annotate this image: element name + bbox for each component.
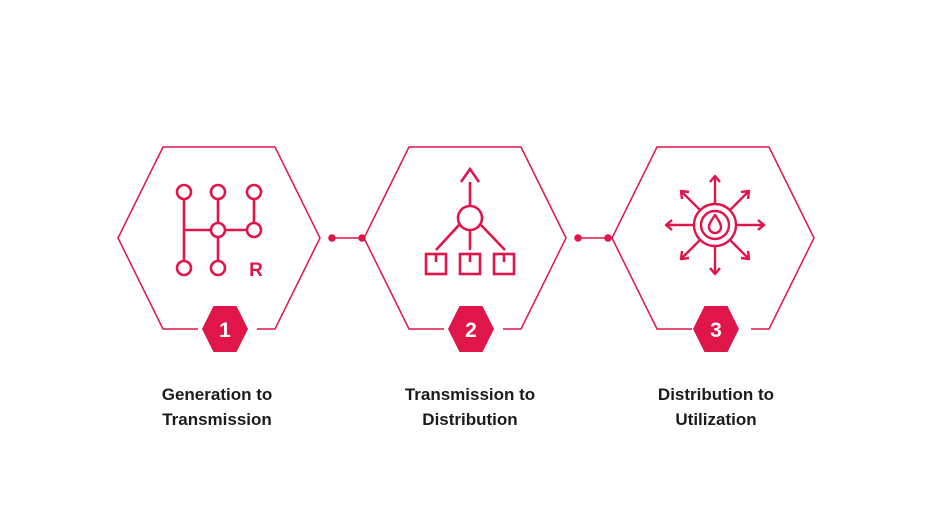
hexagon-outline (117, 146, 321, 330)
step-3: 3 (611, 146, 815, 352)
step-2: 2 (363, 146, 567, 352)
distribution-tree-icon (424, 166, 516, 276)
caption-line: Distribution (422, 410, 518, 429)
connectors (328, 234, 612, 242)
step-3-caption: Distribution to Utilization (616, 382, 816, 432)
connector-dot (328, 234, 336, 242)
step-1-caption: Generation to Transmission (117, 382, 317, 432)
hexagon-outline (611, 146, 815, 330)
caption-line: Distribution to (657, 385, 775, 404)
hexagon-outline (363, 146, 567, 330)
step-badge (693, 306, 739, 352)
caption-line: Utilization (675, 410, 757, 429)
step-number: 3 (710, 319, 722, 342)
caption-line: Transmission (162, 410, 272, 429)
step-1: R 1 (117, 146, 321, 352)
caption-line: Generation to (161, 385, 273, 404)
gear-shift-icon (175, 183, 263, 277)
connector-dot (358, 234, 366, 242)
droplet-gear-icon (664, 174, 766, 276)
connector-dot (604, 234, 612, 242)
connector-dot (574, 234, 582, 242)
step-badge (448, 306, 494, 352)
step-number: 2 (465, 319, 477, 342)
step-number: 1 (219, 319, 231, 342)
step-2-caption: Transmission to Distribution (370, 382, 570, 432)
step-badge (202, 306, 248, 352)
reverse-gear-label: R (249, 260, 263, 281)
caption-line: Transmission to (404, 385, 536, 404)
